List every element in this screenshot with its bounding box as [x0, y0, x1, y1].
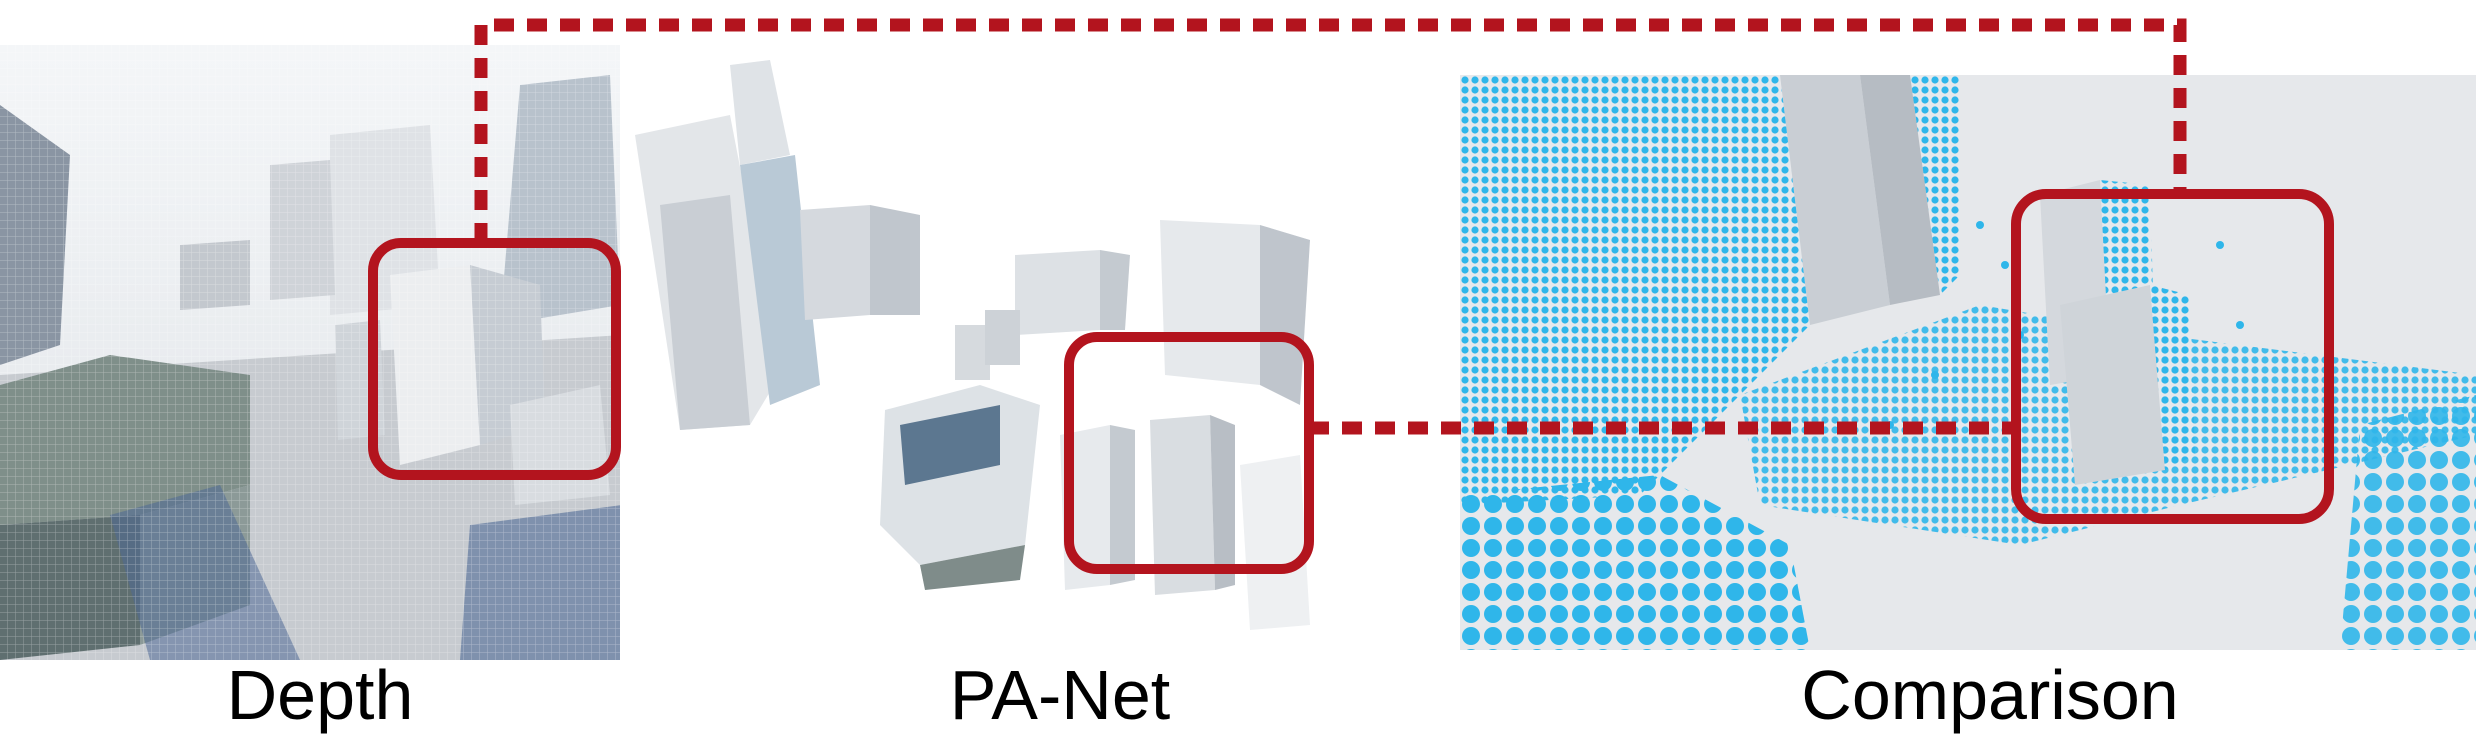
depth-image — [0, 45, 622, 660]
depth-caption: Depth — [226, 656, 414, 734]
comparison-caption: Comparison — [1801, 656, 2179, 734]
comparison-image — [1460, 75, 2476, 650]
depth-panel — [0, 45, 622, 660]
pa-net-caption: PA-Net — [949, 656, 1171, 734]
comparison-panel — [1460, 75, 2476, 650]
pa-net-panel — [620, 45, 1440, 660]
pa-net-image — [620, 45, 1440, 660]
